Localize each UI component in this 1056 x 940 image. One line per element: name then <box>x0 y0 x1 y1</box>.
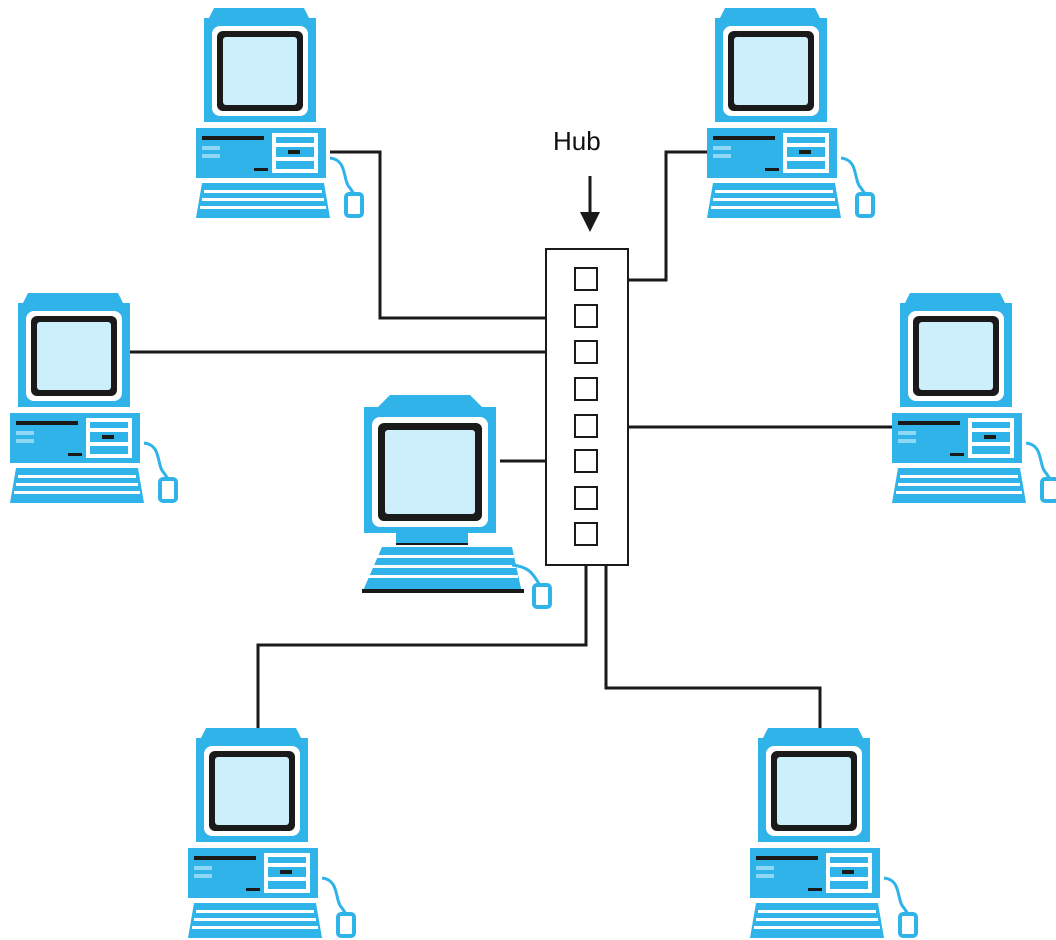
hub-port <box>574 449 598 473</box>
hub-label: Hub <box>553 126 601 156</box>
cables <box>130 150 902 735</box>
computer-icon <box>186 726 356 940</box>
hub-port <box>574 522 598 546</box>
hub-pointer-arrow <box>580 176 600 232</box>
computer-icon <box>748 726 918 940</box>
hub-chassis <box>545 248 629 566</box>
hub-port <box>574 486 598 510</box>
computer-icon <box>8 291 178 505</box>
hub <box>545 248 629 566</box>
hub-port <box>574 267 598 291</box>
hub-port <box>574 304 598 328</box>
computer-icon <box>194 6 364 220</box>
computer-icon <box>705 6 875 220</box>
computer-icon <box>890 291 1056 505</box>
hub-port <box>574 414 598 438</box>
cable-bottom-left <box>256 534 588 735</box>
hub-port <box>574 340 598 364</box>
computer-icon <box>360 393 552 609</box>
hub-port <box>574 377 598 401</box>
cable-top-left <box>330 150 590 320</box>
